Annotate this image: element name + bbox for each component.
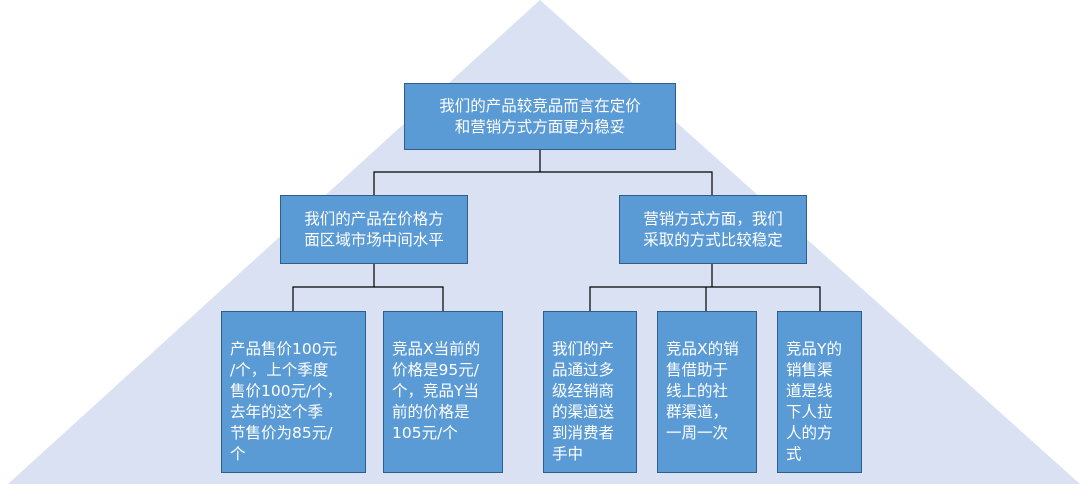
leaf-node-competitor-x-channel-text: 竞品X的销 售借助于 线上的社 群渠道， 一周一次 <box>666 340 739 442</box>
leaf-node-competitor-y-channel-text: 竞品Y的 销售渠 道是线 下人拉 人的方 式 <box>786 340 842 463</box>
branch-node-marketing: 营销方式方面，我们 采取的方式比较稳定 <box>619 195 807 264</box>
leaf-node-our-price-text: 产品售价100元 /个，上个季度 售价100元/个， 去年的这个季 节售价为85… <box>230 340 343 463</box>
branch-node-marketing-text: 营销方式方面，我们 采取的方式比较稳定 <box>643 209 783 249</box>
branch-node-price-text: 我们的产品在价格方 面区域市场中间水平 <box>304 209 444 249</box>
leaf-node-competitor-price-text: 竞品X当前的 价格是95元/ 个，竞品Y当 前的价格是 105元/个 <box>392 340 481 442</box>
branch-node-price: 我们的产品在价格方 面区域市场中间水平 <box>280 195 468 264</box>
leaf-node-our-channel-text: 我们的产 品通过多 级经销商 的渠道送 到消费者 手中 <box>552 340 615 463</box>
leaf-node-our-channel: 我们的产 品通过多 级经销商 的渠道送 到消费者 手中 <box>543 311 637 473</box>
leaf-node-competitor-price: 竞品X当前的 价格是95元/ 个，竞品Y当 前的价格是 105元/个 <box>383 311 503 473</box>
leaf-node-our-price: 产品售价100元 /个，上个季度 售价100元/个， 去年的这个季 节售价为85… <box>221 311 366 473</box>
root-node: 我们的产品较竞品而言在定价 和营销方式方面更为稳妥 <box>404 83 676 150</box>
leaf-node-competitor-y-channel: 竞品Y的 销售渠 道是线 下人拉 人的方 式 <box>777 311 862 473</box>
root-node-text: 我们的产品较竞品而言在定价 和营销方式方面更为稳妥 <box>439 96 641 136</box>
leaf-node-competitor-x-channel: 竞品X的销 售借助于 线上的社 群渠道， 一周一次 <box>657 311 757 473</box>
connector-lines <box>292 150 821 311</box>
